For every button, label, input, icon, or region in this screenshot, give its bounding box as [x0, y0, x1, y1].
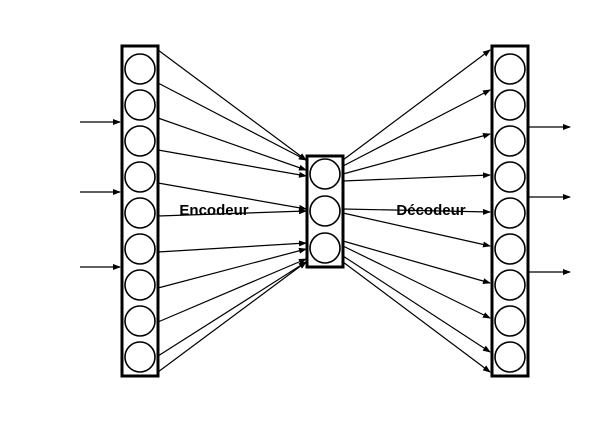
- output-neuron: [494, 197, 526, 229]
- encoder-connection: [157, 149, 307, 178]
- input-neuron: [124, 197, 156, 229]
- encoder-connection: [157, 247, 307, 289]
- decoder-connection: [342, 172, 491, 182]
- decoder-connection: [342, 261, 491, 373]
- decoder-connection: [342, 245, 491, 319]
- output-neuron: [494, 305, 526, 337]
- decoder-connection: [342, 132, 491, 175]
- encoder-connection: [157, 261, 307, 357]
- output-neuron: [494, 53, 526, 85]
- input-neuron: [124, 269, 156, 301]
- output-neuron: [494, 341, 526, 373]
- decoder-connection: [342, 49, 491, 161]
- input-neuron: [124, 125, 156, 157]
- decoder-connection: [342, 212, 491, 248]
- output-neuron: [494, 233, 526, 265]
- input-neuron: [124, 341, 156, 373]
- encoder-connection: [157, 49, 307, 161]
- encoder-connection: [157, 208, 307, 217]
- decoder-label: Décodeur: [396, 202, 465, 219]
- neurons-layer: [124, 53, 526, 373]
- input-neuron: [124, 305, 156, 337]
- bottleneck-neuron: [309, 195, 341, 227]
- input-neuron: [124, 53, 156, 85]
- bottleneck-neuron: [309, 232, 341, 264]
- output-neuron: [494, 89, 526, 121]
- decoder-connection: [342, 240, 491, 284]
- connections-layer: [157, 49, 491, 373]
- encoder-connection: [157, 258, 307, 323]
- decoder-connection: [342, 255, 491, 353]
- input-neuron: [124, 89, 156, 121]
- encoder-connection: [157, 182, 307, 211]
- encoder-label: Encodeur: [179, 202, 248, 219]
- encoder-connection: [157, 240, 307, 253]
- bottleneck-neuron: [309, 158, 341, 190]
- encoder-connection: [157, 82, 307, 161]
- encoder-connection: [157, 117, 307, 171]
- input-neuron: [124, 233, 156, 265]
- output-neuron: [494, 125, 526, 157]
- output-neuron: [494, 161, 526, 193]
- output-neuron: [494, 269, 526, 301]
- input-neuron: [124, 161, 156, 193]
- encoder-connection: [157, 261, 307, 373]
- io-arrows-layer: [80, 119, 571, 275]
- decoder-connection: [342, 89, 491, 167]
- decoder-connection: [342, 208, 491, 215]
